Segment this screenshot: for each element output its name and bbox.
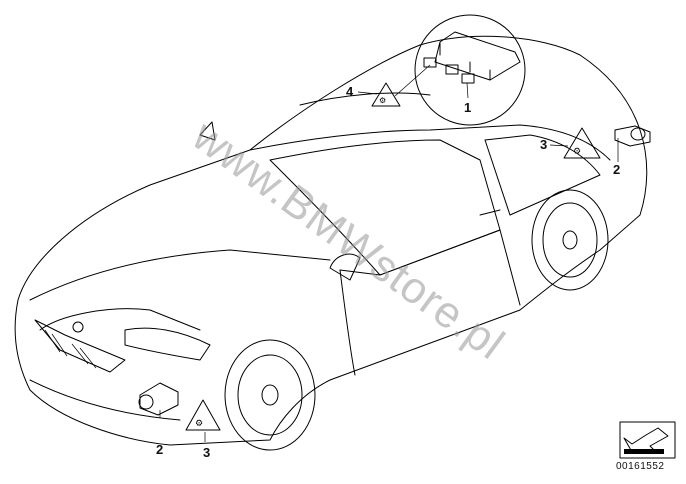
warning-label-rear-icon: ⚙	[563, 127, 601, 159]
svg-text:⚙: ⚙	[379, 96, 386, 105]
callout-label-roof: 4	[346, 84, 354, 99]
warning-label-roof-icon: ⚙	[371, 82, 401, 107]
part-number: 00161552	[616, 461, 665, 472]
callout-label-rear: 3	[540, 137, 548, 152]
callout-sensor-front: 2	[156, 442, 164, 457]
control-unit-detail-circle	[414, 14, 526, 126]
svg-text:⚙: ⚙	[195, 419, 203, 429]
control-unit-icon	[423, 31, 521, 84]
car-body-outline	[14, 35, 648, 446]
callout-label-front: 3	[203, 445, 211, 460]
callout-control-unit: 1	[464, 100, 472, 115]
warning-label-front-icon: ⚙	[185, 399, 221, 431]
parking-sensor-front-icon	[138, 382, 179, 416]
parking-sensor-rear-icon	[614, 125, 651, 147]
diagram-reference-arrow-icon	[619, 421, 676, 459]
svg-text:⚙: ⚙	[573, 147, 581, 157]
callout-sensor-rear: 2	[613, 162, 621, 177]
